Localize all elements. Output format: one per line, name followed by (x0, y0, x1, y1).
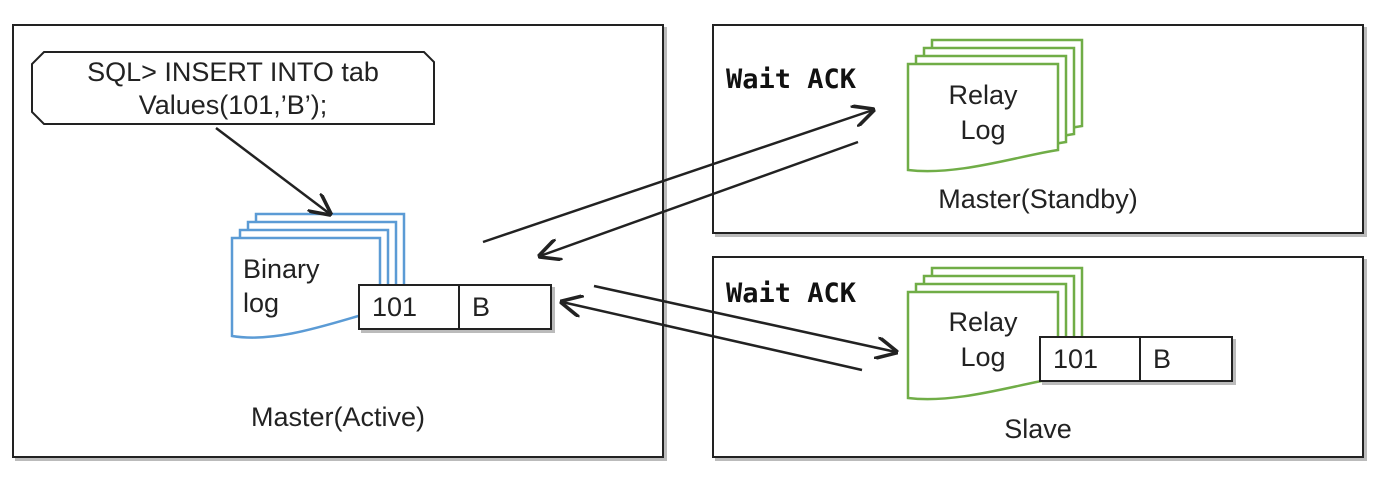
master-standby-label: Master(Standby) (938, 184, 1138, 214)
sql-callout-shape (31, 51, 435, 125)
active-to-slave-arrow (593, 284, 896, 352)
master-active-label: Master(Active) (250, 402, 426, 432)
sql-to-binlog-arrow (215, 127, 330, 214)
slave-ack-arrow (562, 302, 863, 372)
standby-ack-arrow (540, 140, 859, 256)
standby-relay-log-label-line2: Log (960, 115, 1006, 145)
slave-relay-log-label-line1: Relay (948, 307, 1018, 337)
slave-relay-log-label-line2: Log (960, 342, 1006, 372)
relay-row-id: 101 (1053, 343, 1099, 374)
slave-label: Slave (1004, 414, 1072, 444)
binary-log-label-line2: log (243, 288, 280, 318)
slave-wait-ack: Wait ACK (726, 278, 857, 309)
relay-row-value: B (1139, 338, 1231, 380)
active-to-standby-arrow (482, 110, 873, 244)
binary-log-label-line1: Binary (243, 254, 320, 284)
binlog-row-id: 101 (372, 291, 418, 322)
binlog-row: 101 B (358, 284, 552, 330)
sql-statement-line1: SQL> INSERT INTO tab (87, 57, 379, 87)
standby-relay-log-icon (906, 38, 1084, 173)
standby-relay-log-label-line1: Relay (948, 80, 1018, 110)
standby-wait-ack: Wait ACK (726, 64, 857, 95)
sql-statement-line2: Values(101,’B’); (138, 90, 328, 120)
binlog-row-value: B (458, 286, 550, 328)
relay-row: 101 B (1039, 336, 1233, 382)
